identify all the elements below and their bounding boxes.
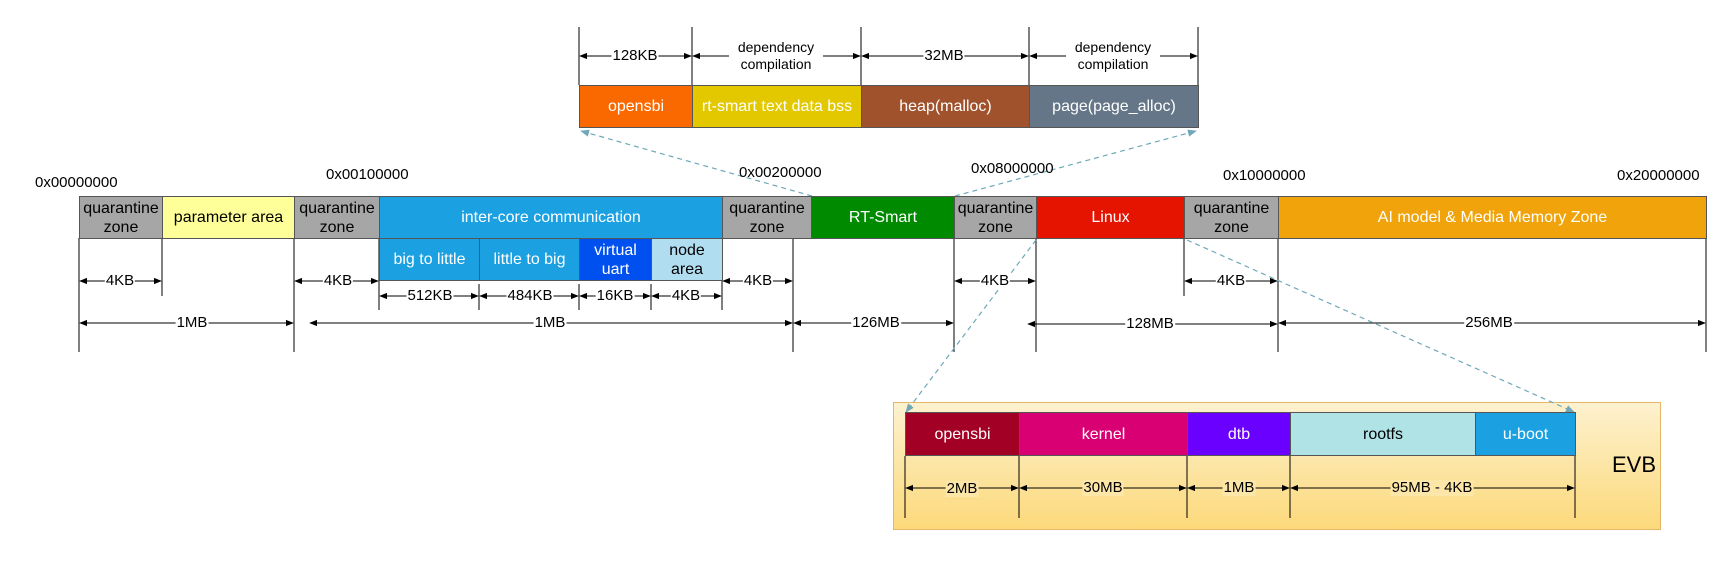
evb-kernel-block: kernel [1019, 412, 1188, 456]
parameter-area-block: parameter area [162, 196, 295, 239]
dimension-label: 512KB [406, 287, 454, 304]
big-to-little-block: big to little [379, 238, 480, 281]
dimension-label: 128KB [611, 47, 659, 64]
linux-block: Linux [1036, 196, 1185, 239]
dimension-label: 256MB [1464, 314, 1514, 331]
rt-page-block: page(page_alloc) [1029, 85, 1199, 128]
dimension-label: 4KB [670, 287, 702, 304]
dimension-label: 95MB - 4KB [1390, 479, 1474, 496]
dimension-label: 1MB [533, 314, 567, 331]
dimension-label: 4KB [979, 272, 1011, 289]
dimension-label: 30MB [1082, 479, 1124, 496]
inter-core-communication-block: inter-core communication [379, 196, 723, 239]
quarantine-zone-block: quarantine zone [722, 196, 812, 239]
dimension-label: 4KB [322, 272, 354, 289]
dimension-label: dependency compilation [729, 39, 823, 73]
quarantine-zone-block: quarantine zone [294, 196, 380, 239]
address-label: 0x08000000 [971, 160, 1054, 177]
address-label: 0x00000000 [35, 174, 118, 191]
evb-title: EVB [1612, 452, 1657, 477]
dimension-label: 16KB [595, 287, 635, 304]
rt-opensbi-block: opensbi [579, 85, 693, 128]
dimension-label: 4KB [1215, 272, 1247, 289]
quarantine-zone-block: quarantine zone [954, 196, 1037, 239]
quarantine-zone-block: quarantine zone [79, 196, 163, 239]
evb-opensbi-block: opensbi [905, 412, 1020, 456]
address-label: 0x00200000 [739, 164, 822, 181]
rt-smart-block: RT-Smart [811, 196, 955, 239]
rt-heap-block: heap(malloc) [861, 85, 1030, 128]
dimension-label: 2MB [945, 480, 979, 497]
dimension-label: 1MB [1222, 479, 1256, 496]
evb-uboot-block: u-boot [1475, 412, 1576, 456]
little-to-big-block: little to big [479, 238, 580, 281]
dimension-label: 32MB [923, 47, 965, 64]
evb-rootfs-block: rootfs [1290, 412, 1476, 456]
dimension-label: 128MB [1125, 315, 1175, 332]
rt-text-data-bss-block: rt-smart text data bss [692, 85, 862, 128]
address-label: 0x00100000 [326, 166, 409, 183]
ai-model-media-zone-block: AI model & Media Memory Zone [1278, 196, 1707, 239]
address-label: 0x10000000 [1223, 167, 1306, 184]
dimension-label: 126MB [851, 314, 901, 331]
quarantine-zone-block: quarantine zone [1184, 196, 1279, 239]
dimension-label: 484KB [506, 287, 554, 304]
address-label: 0x20000000 [1617, 167, 1700, 184]
node-area-block: node area [651, 238, 723, 281]
dimension-label: 1MB [175, 314, 209, 331]
virtual-uart-block: virtual uart [579, 238, 652, 281]
evb-dtb-block: dtb [1187, 412, 1291, 456]
dimension-label: dependency compilation [1066, 39, 1160, 73]
dimension-label: 4KB [104, 272, 136, 289]
dimension-label: 4KB [742, 272, 774, 289]
